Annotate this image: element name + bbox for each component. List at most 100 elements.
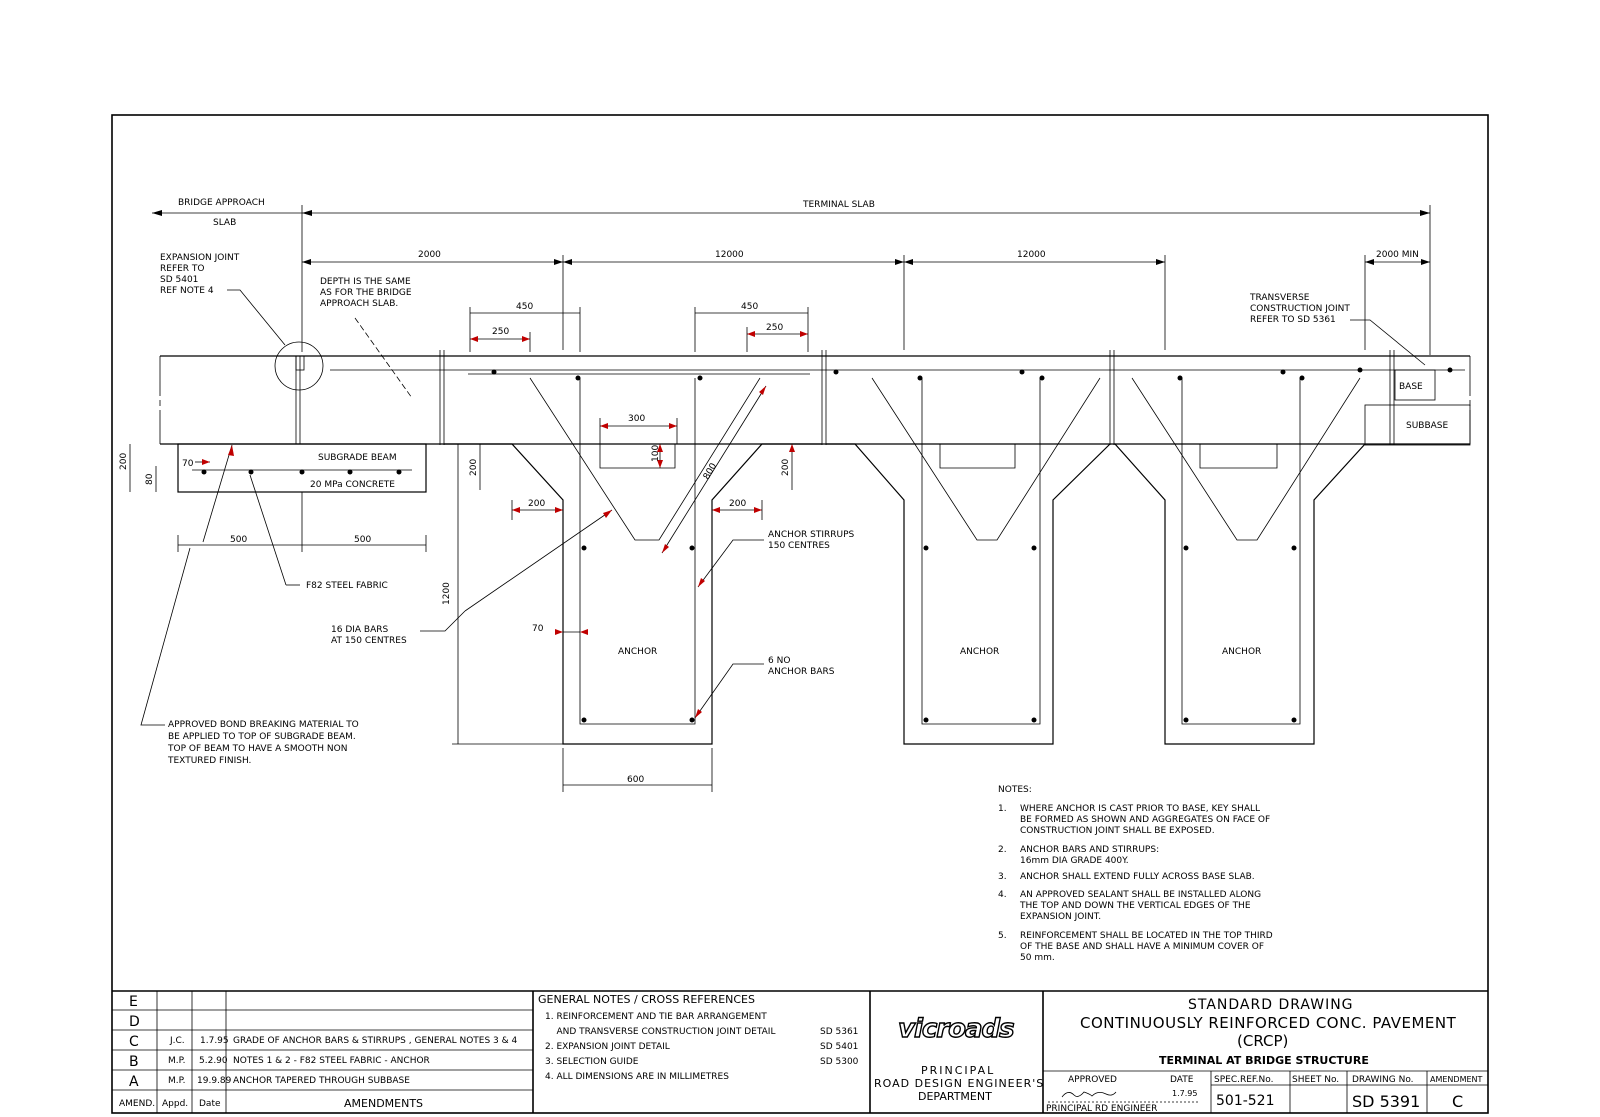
dim-80: 80 bbox=[145, 473, 155, 485]
exp-joint-label-1: EXPANSION JOINT bbox=[160, 253, 240, 263]
spec-ref-value: 501-521 bbox=[1216, 1093, 1275, 1109]
dim-200-a: 200 bbox=[528, 499, 545, 509]
dim-300: 300 bbox=[628, 414, 645, 424]
stirrups-label-1: ANCHOR STIRRUPS bbox=[768, 530, 855, 540]
amend-letter-a: A bbox=[129, 1074, 139, 1090]
note-2-num: 2. bbox=[998, 845, 1007, 855]
drawing-no-value: SD 5391 bbox=[1352, 1092, 1420, 1111]
dim-450-a: 450 bbox=[516, 302, 533, 312]
approved-label: APPROVED bbox=[1068, 1075, 1117, 1085]
dept-line-1: PRINCIPAL bbox=[921, 1064, 995, 1077]
anchor-bars-label-2: ANCHOR BARS bbox=[768, 667, 835, 677]
gn-line-2: AND TRANSVERSE CONSTRUCTION JOINT DETAIL bbox=[545, 1027, 775, 1037]
amend-letter-c: C bbox=[129, 1034, 139, 1050]
drawing-no-label: DRAWING No. bbox=[1352, 1075, 1414, 1085]
dim-200-b: 200 bbox=[729, 499, 746, 509]
gn-line-4: 3. SELECTION GUIDE bbox=[545, 1057, 639, 1067]
dim-1200: 1200 bbox=[442, 582, 452, 605]
approval-cells: APPROVED DATE 1.7.95 PRINCIPAL RD ENGINE… bbox=[1043, 1070, 1488, 1114]
vicroads-logo: vicroads bbox=[898, 1014, 1014, 1044]
amend-footer-title: AMENDMENTS bbox=[344, 1097, 423, 1110]
dim-250-b: 250 bbox=[766, 323, 783, 333]
amend-date-a: 19.9.89 bbox=[197, 1076, 232, 1086]
gn-ref-2: SD 5361 bbox=[820, 1027, 858, 1037]
drawing-title-line-2: (CRCP) bbox=[1237, 1032, 1288, 1050]
general-notes: GENERAL NOTES / CROSS REFERENCES 1. REIN… bbox=[538, 993, 859, 1082]
anchor-2: ANCHOR bbox=[826, 369, 1111, 745]
note-1-line-1: WHERE ANCHOR IS CAST PRIOR TO BASE, KEY … bbox=[1020, 804, 1260, 814]
amend-date-b: 5.2.90 bbox=[199, 1056, 228, 1066]
bars-label-1: 16 DIA BARS bbox=[331, 625, 388, 635]
note-4-line-1: AN APPROVED SEALANT SHALL BE INSTALLED A… bbox=[1020, 890, 1261, 900]
bond-label-2: BE APPLIED TO TOP OF SUBGRADE BEAM. bbox=[168, 732, 356, 742]
left-annotations: EXPANSION JOINT REFER TO SD 5401 REF NOT… bbox=[160, 253, 1426, 399]
drawing-subtitle: TERMINAL AT BRIDGE STRUCTURE bbox=[1159, 1054, 1369, 1067]
anchor-label-1: ANCHOR bbox=[618, 647, 657, 657]
note-2-line-2: 16mm DIA GRADE 400Y. bbox=[1020, 856, 1129, 866]
fabric-label: F82 STEEL FABRIC bbox=[306, 581, 388, 591]
note-5-line-1: REINFORCEMENT SHALL BE LOCATED IN THE TO… bbox=[1020, 931, 1273, 941]
transverse-label-3: REFER TO SD 5361 bbox=[1250, 315, 1336, 325]
amend-text-b: NOTES 1 & 2 - F82 STEEL FABRIC - ANCHOR bbox=[233, 1056, 430, 1066]
anchor-1: ANCHOR bbox=[444, 369, 822, 745]
note-4-line-2: THE TOP AND DOWN THE VERTICAL EDGES OF T… bbox=[1019, 901, 1251, 911]
bond-label-4: TEXTURED FINISH. bbox=[167, 756, 251, 766]
amend-letter-e: E bbox=[129, 994, 138, 1010]
amend-text-a: ANCHOR TAPERED THROUGH SUBBASE bbox=[233, 1076, 410, 1086]
bridge-approach-label: BRIDGE APPROACH bbox=[178, 198, 265, 208]
dim-12000-a: 12000 bbox=[715, 250, 744, 260]
note-4-line-3: EXPANSION JOINT. bbox=[1020, 912, 1101, 922]
exp-joint-label-3: SD 5401 bbox=[160, 275, 198, 285]
note-4-num: 4. bbox=[998, 890, 1007, 900]
bond-label-3: TOP OF BEAM TO HAVE A SMOOTH NON bbox=[167, 744, 347, 754]
amendments-table: E D C J.C. 1.7.95 GRADE OF ANCHOR BARS &… bbox=[112, 991, 533, 1113]
dim-450-b: 450 bbox=[741, 302, 758, 312]
amendment-label: AMENDMENT bbox=[1430, 1075, 1483, 1084]
dim-2000-min: 2000 MIN bbox=[1376, 250, 1419, 260]
stirrups-label-2: 150 CENTRES bbox=[768, 541, 830, 551]
anchor-bars-label-1: 6 NO bbox=[768, 656, 790, 666]
depth-note-3: APPROACH SLAB. bbox=[320, 299, 398, 309]
subgrade-beam: SUBGRADE BEAM 20 MPa CONCRETE 200 80 70 … bbox=[119, 443, 427, 766]
amend-footer-amend: AMEND. bbox=[119, 1099, 155, 1109]
note-2-line-1: ANCHOR BARS AND STIRRUPS: bbox=[1020, 845, 1159, 855]
gn-line-3: 2. EXPANSION JOINT DETAIL bbox=[545, 1042, 670, 1052]
gn-ref-3: SD 5401 bbox=[820, 1042, 858, 1052]
note-1-line-2: BE FORMED AS SHOWN AND AGGREGATES ON FAC… bbox=[1020, 815, 1270, 825]
top-dimensions: BRIDGE APPROACH SLAB TERMINAL SLAB 2000 … bbox=[152, 198, 1431, 355]
dim-70-b: 70 bbox=[532, 624, 544, 634]
note-5-line-3: 50 mm. bbox=[1020, 953, 1055, 963]
amend-appd-b: M.P. bbox=[168, 1056, 186, 1066]
anchor-label-3: ANCHOR bbox=[1222, 647, 1261, 657]
amend-appd-a: M.P. bbox=[168, 1076, 186, 1086]
amend-date-c: 1.7.95 bbox=[200, 1036, 229, 1046]
dim-70-a: 70 bbox=[182, 459, 194, 469]
depth-note-2: AS FOR THE BRIDGE bbox=[320, 288, 412, 298]
gn-line-1: 1. REINFORCEMENT AND TIE BAR ARRANGEMENT bbox=[545, 1012, 767, 1022]
anchor-label-2: ANCHOR bbox=[960, 647, 999, 657]
drawing-title: STANDARD DRAWING CONTINUOUSLY REINFORCED… bbox=[1080, 997, 1456, 1067]
spec-ref-label: SPEC.REF.No. bbox=[1214, 1075, 1273, 1085]
bridge-approach-label-2: SLAB bbox=[213, 218, 236, 228]
dim-200-right: 200 bbox=[781, 459, 791, 476]
terminal-slab-label: TERMINAL SLAB bbox=[802, 200, 875, 210]
base-label: BASE bbox=[1399, 382, 1423, 392]
exp-joint-label-4: REF NOTE 4 bbox=[160, 286, 214, 296]
note-5-line-2: OF THE BASE AND SHALL HAVE A MINIMUM COV… bbox=[1020, 942, 1264, 952]
bars-label-2: AT 150 CENTRES bbox=[331, 636, 407, 646]
dim-100: 100 bbox=[651, 445, 661, 462]
dim-250-a: 250 bbox=[492, 327, 509, 337]
pavement-slab: BASE SUBBASE bbox=[159, 341, 1471, 446]
date-label: DATE bbox=[1170, 1075, 1194, 1085]
amend-appd-c: J.C. bbox=[169, 1036, 185, 1046]
anchor-3: ANCHOR bbox=[1114, 367, 1453, 745]
note-1-line-3: CONSTRUCTION JOINT SHALL BE EXPOSED. bbox=[1020, 826, 1215, 836]
dim-500-b: 500 bbox=[354, 535, 371, 545]
standard-drawing-label: STANDARD DRAWING bbox=[1188, 997, 1354, 1013]
dim-200-beam: 200 bbox=[119, 453, 129, 470]
note-3-num: 3. bbox=[998, 872, 1007, 882]
amend-letter-d: D bbox=[129, 1014, 140, 1030]
dept-line-2: ROAD DESIGN ENGINEER'S bbox=[874, 1077, 1044, 1090]
notes-heading: NOTES: bbox=[998, 785, 1032, 795]
